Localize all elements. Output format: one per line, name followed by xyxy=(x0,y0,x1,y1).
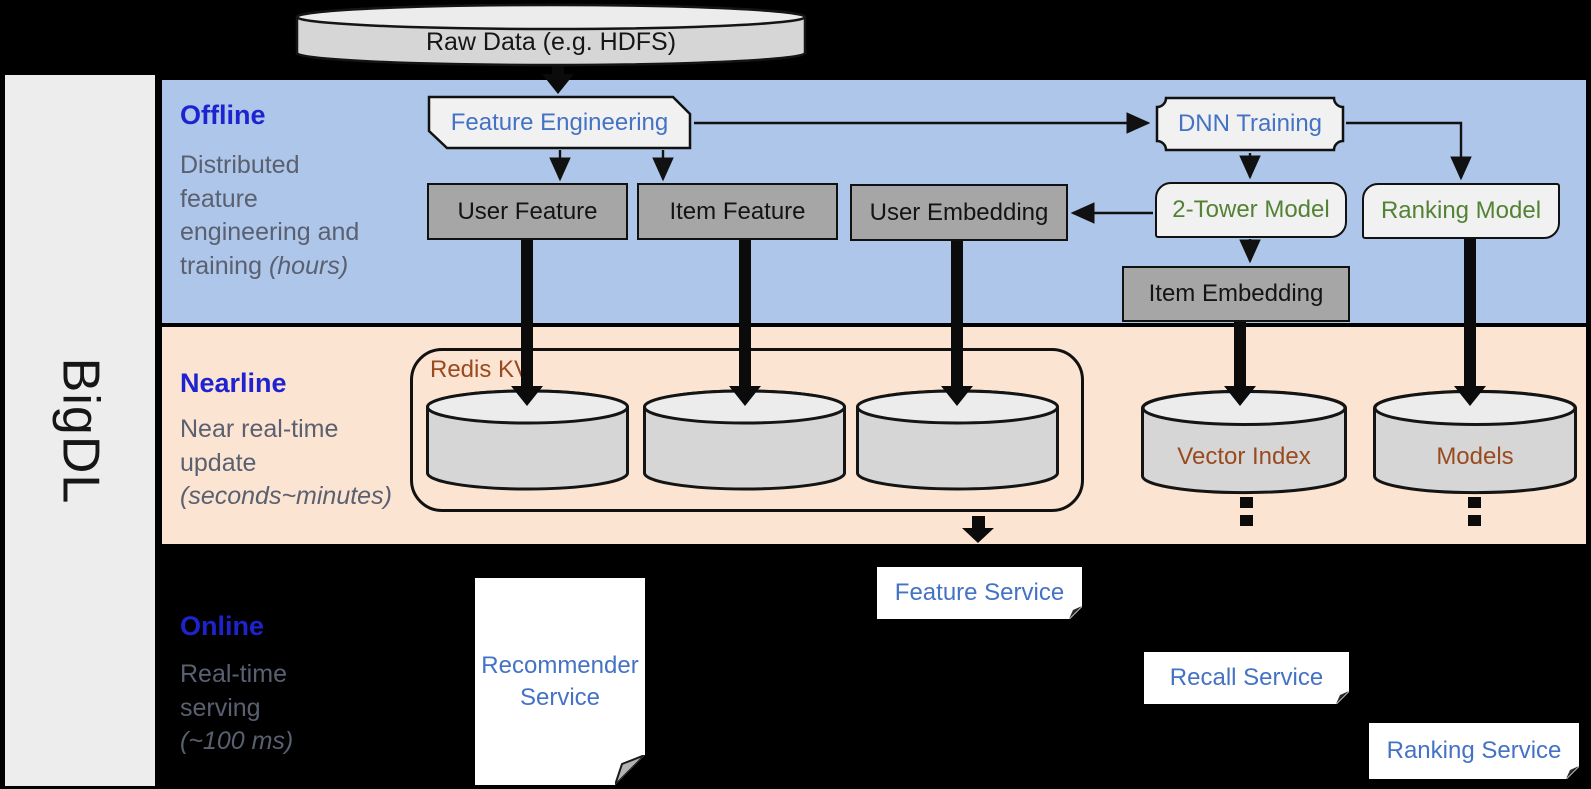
bigdl-sidebar: BigDL xyxy=(5,75,155,786)
feature-service-label: Feature Service xyxy=(894,579,1065,606)
plaque-shape xyxy=(1155,96,1345,152)
node-dnn-training: DNN Training xyxy=(1155,96,1345,152)
node-two-tower-model: 2-Tower Model xyxy=(1155,182,1347,238)
cylinder-shape xyxy=(426,389,629,491)
recall-service-box: Recall Service xyxy=(1144,652,1349,704)
snip-corner-card-shape xyxy=(427,95,692,150)
folded-corner-icon xyxy=(615,755,645,785)
dashed-arrow-vector-index-down-1 xyxy=(1240,497,1253,508)
models-label: Models xyxy=(1436,443,1514,471)
redis-kv-label: Redis KV xyxy=(430,356,531,383)
redis-cylinder-2 xyxy=(642,388,847,492)
recommender-service-doc: Recommender Service xyxy=(475,578,645,785)
folded-corner-icon xyxy=(1336,691,1349,704)
dashed-arrow-vector-index-down-2 xyxy=(1240,515,1253,526)
ranking-model-label: Ranking Model xyxy=(1380,197,1542,224)
node-item-embedding: Item Embedding xyxy=(1122,266,1350,322)
node-user-embedding: User Embedding xyxy=(850,184,1068,241)
dashed-arrow-redis-to-feature-service xyxy=(972,516,985,528)
offline-subtitle: Distributed feature engineering and trai… xyxy=(180,149,380,283)
ranking-service-box: Ranking Service xyxy=(1369,723,1579,779)
user-embedding-label: User Embedding xyxy=(869,198,1049,226)
raw-data-label: Raw Data (e.g. HDFS) xyxy=(425,27,677,56)
online-subtitle-note: (~100 ms) xyxy=(180,727,294,755)
node-feature-engineering: Feature Engineering xyxy=(427,95,692,150)
offline-title: Offline xyxy=(180,100,266,130)
item-feature-label: Item Feature xyxy=(669,197,806,225)
arrow-user-feature-to-redis xyxy=(511,240,543,406)
online-subtitle: Real-time serving (~100 ms) xyxy=(180,658,310,759)
recommender-service-label: Recommender Service xyxy=(481,652,639,711)
nearline-title: Nearline xyxy=(180,368,287,398)
item-embedding-label: Item Embedding xyxy=(1148,280,1324,307)
dashed-arrow-models-down-1 xyxy=(1468,497,1481,508)
two-tower-model-label: 2-Tower Model xyxy=(1172,196,1330,223)
node-user-feature: User Feature xyxy=(427,183,628,240)
vector-index-cylinder: Vector Index xyxy=(1140,388,1348,496)
cylinder-shape xyxy=(643,389,846,491)
online-subtitle-text: Real-time serving xyxy=(180,660,287,722)
recall-service-label: Recall Service xyxy=(1169,664,1324,691)
redis-cylinder-3 xyxy=(855,388,1060,492)
folded-corner-icon xyxy=(1566,766,1579,779)
arrow-item-feature-to-redis xyxy=(729,240,761,406)
nearline-subtitle-note: (seconds~minutes) xyxy=(180,482,392,510)
redis-cylinder-1 xyxy=(425,388,630,492)
vector-index-label: Vector Index xyxy=(1177,443,1311,471)
arrow-ranking-model-to-models xyxy=(1454,239,1486,406)
cylinder-shape xyxy=(1141,389,1347,495)
offline-subtitle-text: Distributed feature engineering and trai… xyxy=(180,151,360,280)
dnn-training-label: DNN Training xyxy=(1177,110,1323,137)
node-ranking-model: Ranking Model xyxy=(1362,183,1560,239)
bigdl-logo-text: BigDL xyxy=(50,357,109,504)
cylinder-shape xyxy=(295,3,807,67)
ranking-service-label: Ranking Service xyxy=(1386,737,1562,764)
nearline-subtitle-text: Near real-time update xyxy=(180,415,339,477)
dashed-arrow-models-down-2 xyxy=(1468,515,1481,526)
folded-corner-icon xyxy=(1069,606,1082,619)
nearline-subtitle: Near real-time update (seconds~minutes) xyxy=(180,413,410,514)
cylinder-shape xyxy=(856,389,1059,491)
raw-data-cylinder: Raw Data (e.g. HDFS) xyxy=(295,3,807,69)
offline-subtitle-note: (hours) xyxy=(268,251,349,280)
user-feature-label: User Feature xyxy=(457,197,598,225)
feature-service-box: Feature Service xyxy=(877,567,1082,619)
arrow-user-embedding-to-redis xyxy=(941,241,973,406)
arrow-item-embedding-to-vector-index xyxy=(1224,322,1256,406)
dashed-arrowhead-redis-to-feature-service xyxy=(962,528,994,543)
node-item-feature: Item Feature xyxy=(637,183,838,240)
online-title: Online xyxy=(180,611,265,641)
feature-engineering-label: Feature Engineering xyxy=(450,108,669,136)
